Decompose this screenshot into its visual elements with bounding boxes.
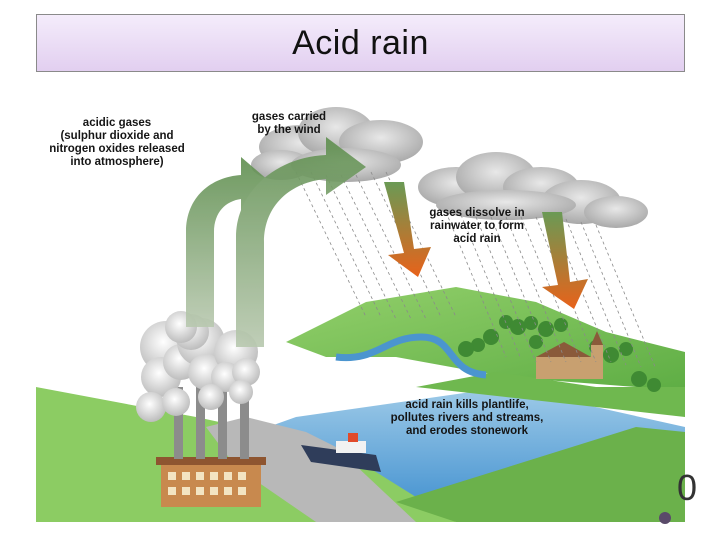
landscape (36, 287, 685, 522)
label-acidic-gases: acidic gases (sulphur dioxide and nitrog… (38, 117, 196, 169)
label-gases-dissolve: gases dissolve in rainwater to form acid… (414, 207, 540, 246)
acid-rain-diagram: acidic gases (sulphur dioxide and nitrog… (36, 87, 685, 522)
acid-rain-arrow-right (542, 212, 588, 309)
label-gases-carried: gases carried by the wind (230, 111, 348, 137)
partial-side-glyph: 0 (677, 470, 697, 506)
slide-title-bar: Acid rain (36, 14, 685, 72)
slide-title: Acid rain (292, 24, 429, 63)
label-acid-rain-effects: acid rain kills plantlife, pollutes rive… (372, 399, 562, 438)
corner-dot (659, 512, 671, 524)
